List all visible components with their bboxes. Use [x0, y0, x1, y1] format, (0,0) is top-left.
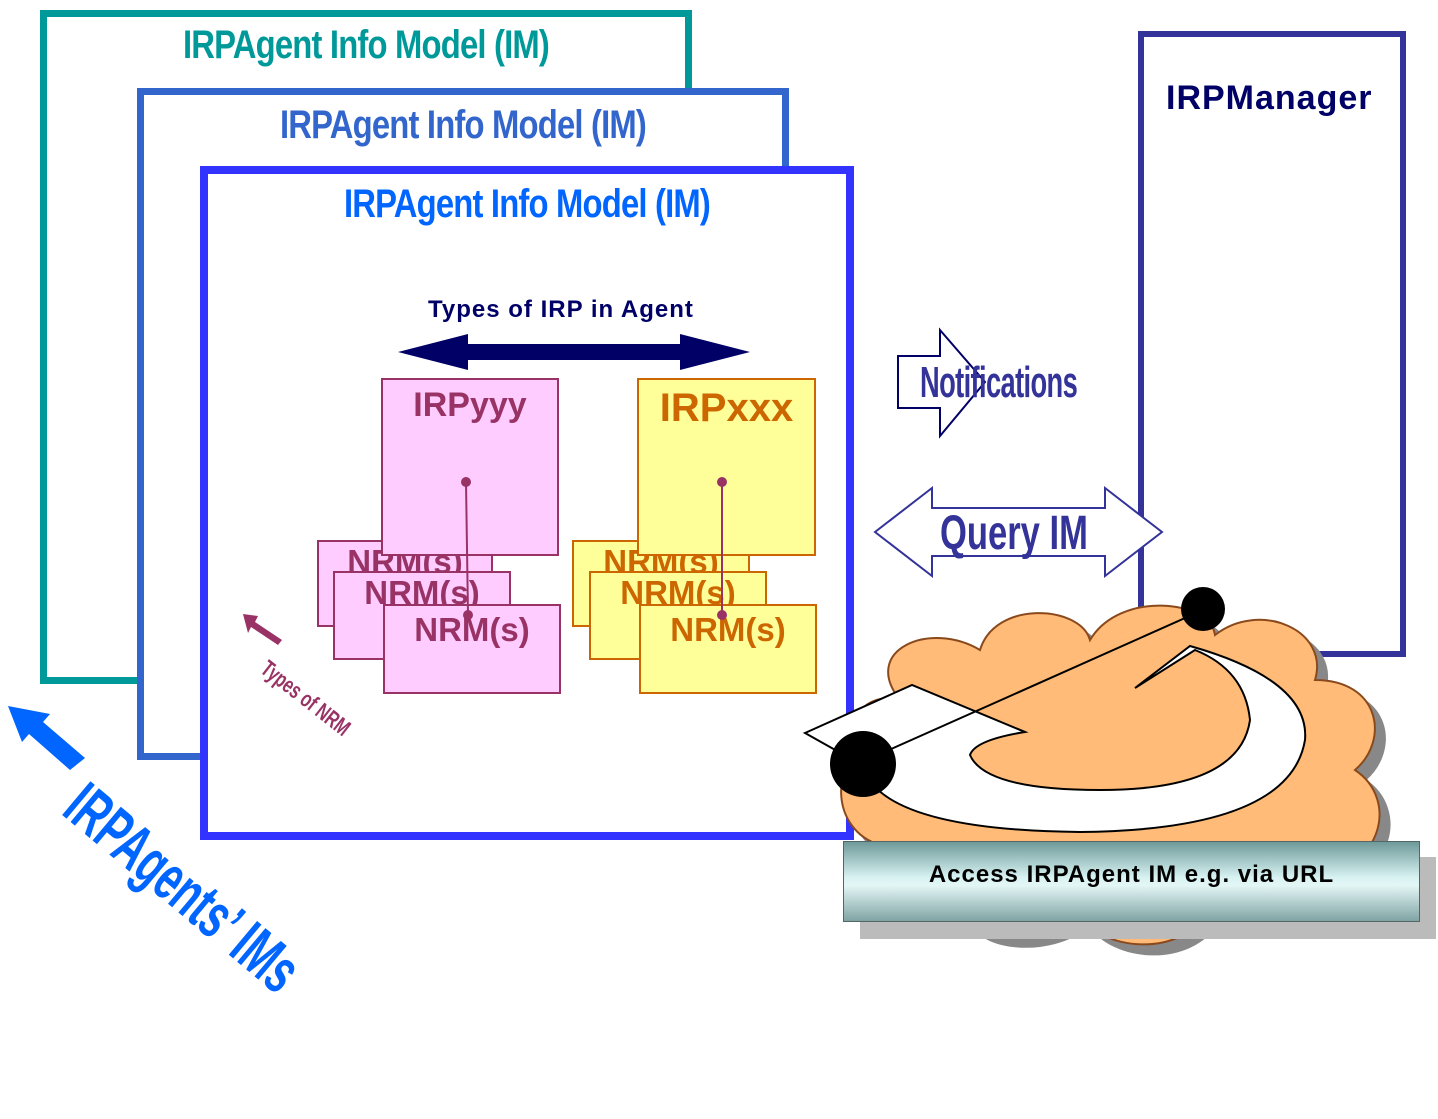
irp-xxx-box: IRPxxx [637, 378, 816, 556]
notifications-label: Notifications [920, 358, 1078, 407]
query-im-label: Query IM [940, 507, 1088, 560]
access-bar: Access IRPAgent IM e.g. via URL [843, 841, 1420, 922]
irp-yyy-box: IRPyyy [381, 378, 559, 556]
agent-im-title-back: IRPAgent Info Model (IM) [183, 23, 550, 67]
agent-im-title-front: IRPAgent Info Model (IM) [344, 182, 711, 226]
types-of-irp-label: Types of IRP in Agent [428, 296, 694, 323]
irp-yyy-label: IRPyyy [413, 386, 527, 424]
nrm-box-right-3: NRM(s) [639, 604, 817, 694]
access-bar-label: Access IRPAgent IM e.g. via URL [928, 861, 1335, 888]
nrm-box-left-3: NRM(s) [383, 604, 561, 694]
manager-title: IRPManager [1166, 79, 1373, 117]
manager-frame: IRPManager [1138, 31, 1406, 657]
irp-xxx-label: IRPxxx [659, 386, 794, 430]
agent-im-title-middle: IRPAgent Info Model (IM) [280, 103, 647, 147]
